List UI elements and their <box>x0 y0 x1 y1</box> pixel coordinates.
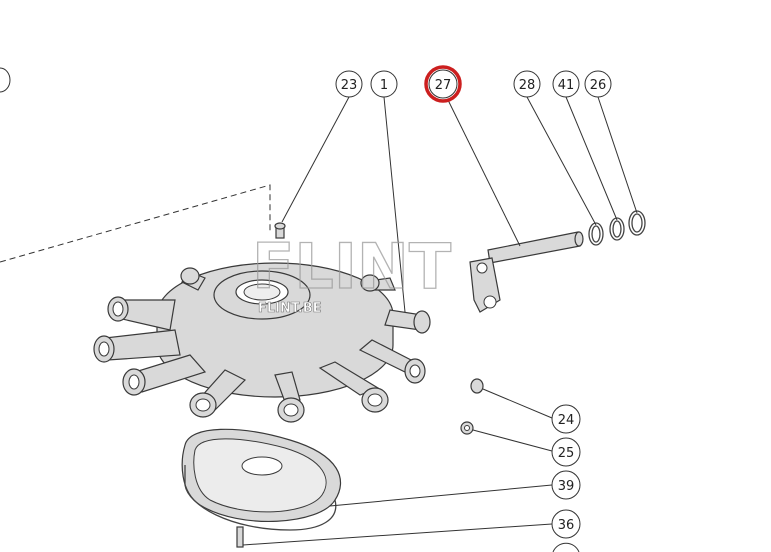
bolt-part-23 <box>274 222 286 239</box>
svg-text:1: 1 <box>380 78 388 93</box>
pulley-part-39 <box>181 428 342 531</box>
callout-1: 1 <box>370 70 398 98</box>
dashed-assembly-line <box>0 184 271 263</box>
callout-25: 25 <box>551 437 581 467</box>
hub-arms <box>104 271 423 411</box>
ring-part-26 <box>628 210 646 236</box>
svg-text:39: 39 <box>558 479 575 494</box>
callout-24: 24 <box>551 404 581 434</box>
hub-arm-sockets <box>93 267 431 423</box>
callout-23: 23 <box>335 70 363 98</box>
ring-part-28 <box>588 222 604 246</box>
svg-text:23: 23 <box>341 78 358 93</box>
callout-28: 28 <box>513 70 541 98</box>
pin-part-36 <box>236 526 244 548</box>
leader-lines <box>242 96 638 546</box>
svg-text:36: 36 <box>558 518 575 533</box>
callout-39: 39 <box>551 470 581 500</box>
watermark-main: FLINT <box>252 230 451 303</box>
partial-callout-edge <box>0 67 11 93</box>
hub-assembly <box>93 262 431 423</box>
partial-callout-bottom <box>552 542 580 552</box>
svg-text:25: 25 <box>558 446 575 461</box>
hub-bore-inner <box>243 283 281 301</box>
svg-text:26: 26 <box>590 78 607 93</box>
ring-part-41 <box>609 217 625 241</box>
nut-part-25 <box>460 421 474 435</box>
highlight-ring <box>424 65 462 103</box>
shaft-part-27 <box>469 231 584 313</box>
callout-26: 26 <box>584 70 612 98</box>
svg-text:27: 27 <box>435 78 452 93</box>
callout-27-highlighted: 27 <box>424 65 462 103</box>
svg-text:41: 41 <box>558 78 575 93</box>
svg-text:24: 24 <box>558 413 575 428</box>
svg-text:28: 28 <box>519 78 536 93</box>
watermark-sub: FLINT.BE <box>258 301 322 316</box>
plug-part-24 <box>470 378 484 394</box>
callout-36: 36 <box>551 509 581 539</box>
callout-41: 41 <box>552 70 580 98</box>
